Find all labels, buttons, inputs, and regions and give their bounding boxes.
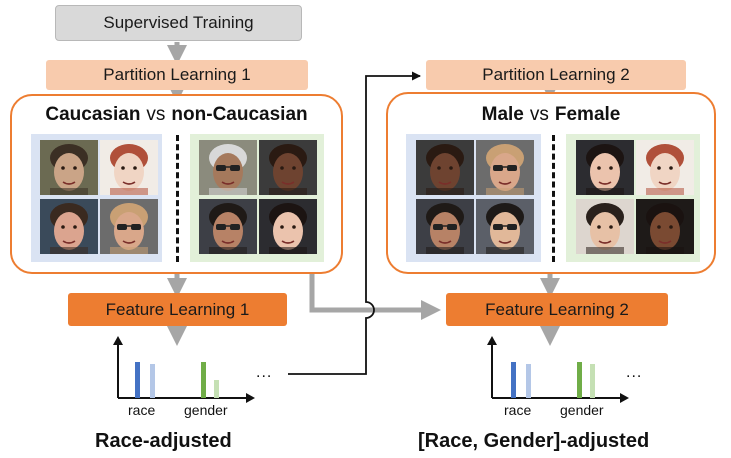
chart-2-y-arrowhead xyxy=(487,336,497,345)
panel-1-group-a: Caucasian xyxy=(45,104,141,125)
chart-1-x-arrowhead xyxy=(246,393,255,403)
panel-2-group-b: Female xyxy=(554,104,621,125)
face-photo xyxy=(100,140,158,195)
supervised-training-label: Supervised Training xyxy=(103,13,254,32)
face-photo xyxy=(416,140,474,195)
chart-1-bar-gender-dark xyxy=(201,362,206,398)
partition-learning-2-label: Partition Learning 2 xyxy=(482,65,630,84)
panel-2-divider xyxy=(552,135,555,262)
panel-1-group-b: non-Caucasian xyxy=(171,104,308,125)
race-adjusted-label: Race-adjusted xyxy=(95,430,232,452)
face-photo xyxy=(476,199,534,254)
panel-1-divider xyxy=(176,135,179,262)
chart-1-race-label: race xyxy=(128,402,156,418)
face-photo xyxy=(576,140,634,195)
arrow-panel1-to-feature2 xyxy=(309,272,441,320)
partition-learning-1-box: Partition Learning 1 xyxy=(46,60,308,90)
arrow-chart1-to-partition2 xyxy=(288,71,421,375)
panel-2-title: Male vs Female xyxy=(388,104,714,126)
chart-1-ellipsis: ... xyxy=(256,364,273,381)
feature-learning-1-box: Feature Learning 1 xyxy=(68,293,287,326)
chart-2-bar-gender-light xyxy=(590,364,595,398)
panel-1-title: Caucasian vs non-Caucasian xyxy=(12,104,341,126)
partition-learning-2-box: Partition Learning 2 xyxy=(426,60,686,90)
face-photo xyxy=(100,199,158,254)
chart-1-bar-race-dark xyxy=(135,362,140,398)
face-photo xyxy=(40,199,98,254)
panel-2-group-a: Male xyxy=(481,104,524,125)
chart-2-ellipsis: ... xyxy=(626,364,643,381)
chart-2-bar-race-light xyxy=(526,364,531,398)
face-photo xyxy=(476,140,534,195)
chart-1-bar-race-light xyxy=(150,364,155,398)
chart-1-bar-gender-light xyxy=(214,380,219,398)
chart-2-bar-gender-dark xyxy=(577,362,582,398)
feature-chart-1 xyxy=(113,336,255,403)
feature-chart-2 xyxy=(487,336,629,403)
face-photo xyxy=(259,199,317,254)
chart-1-gender-label: gender xyxy=(184,402,228,418)
face-photo xyxy=(636,140,694,195)
face-photo xyxy=(576,199,634,254)
chart-2-x-arrowhead xyxy=(620,393,629,403)
face-photo xyxy=(416,199,474,254)
face-photo xyxy=(199,199,257,254)
feature-learning-2-box: Feature Learning 2 xyxy=(446,293,668,326)
race-gender-adjusted-label: [Race, Gender]-adjusted xyxy=(418,430,650,452)
chart-2-bar-race-dark xyxy=(511,362,516,398)
face-photo xyxy=(40,140,98,195)
face-photo xyxy=(199,140,257,195)
partition-learning-1-label: Partition Learning 1 xyxy=(103,65,251,84)
chart-1-y-arrowhead xyxy=(113,336,123,345)
feature-learning-2-label: Feature Learning 2 xyxy=(485,299,629,319)
face-photo xyxy=(259,140,317,195)
panel-2-vs: vs xyxy=(529,104,549,125)
face-photo xyxy=(636,199,694,254)
panel-1-vs: vs xyxy=(146,104,166,125)
supervised-training-box: Supervised Training xyxy=(55,5,302,41)
chart-2-gender-label: gender xyxy=(560,402,604,418)
chart-2-race-label: race xyxy=(504,402,532,418)
feature-learning-1-label: Feature Learning 1 xyxy=(105,299,250,319)
